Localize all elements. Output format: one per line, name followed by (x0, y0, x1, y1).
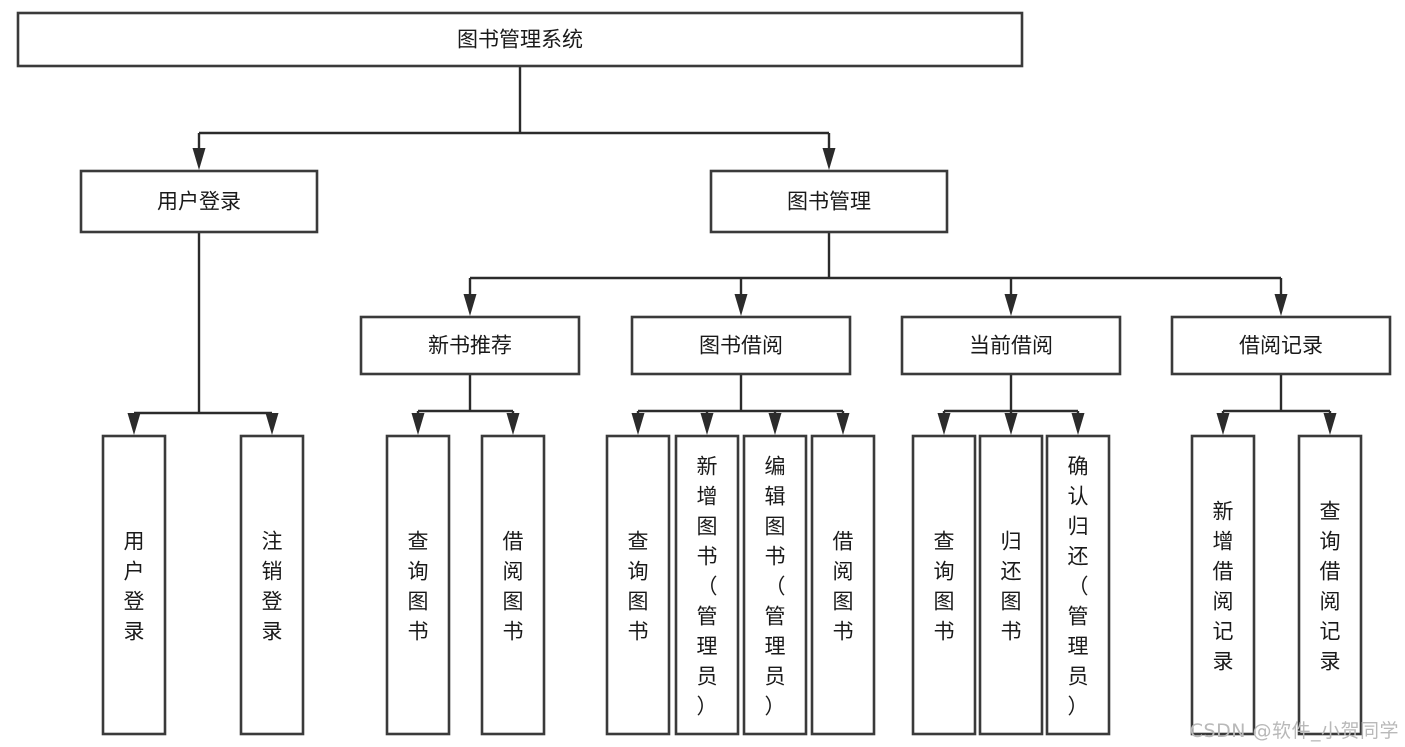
node-box-leaf_return_book (978, 434, 1044, 736)
node-leaf_query_book_1[interactable]: 查询图书 (385, 434, 451, 736)
node-label-leaf_return_book: 归还图书 (1001, 529, 1022, 643)
node-root[interactable]: 图书管理系统 (16, 11, 1024, 68)
node-leaf_confirm_return[interactable]: 确认归还（管理员） (1045, 434, 1111, 736)
node-label-leaf_confirm_return: 确认归还（管理员） (1068, 454, 1089, 718)
arrow-head-leaf_query_book_2 (631, 413, 645, 435)
node-box-leaf_borrow_book_2 (810, 434, 876, 736)
arrow-head-leaf_query_record (1323, 413, 1337, 435)
node-box-leaf_query_book_2 (605, 434, 671, 736)
node-label-leaf_add_book: 新增图书（管理员） (697, 454, 718, 718)
node-label-book_borrow: 图书借阅 (699, 334, 783, 358)
node-box-leaf_query_record (1297, 434, 1363, 736)
node-label-user_login: 用户登录 (157, 190, 241, 214)
node-label-borrow_record: 借阅记录 (1239, 334, 1323, 358)
node-book_mgmt[interactable]: 图书管理 (709, 169, 949, 234)
arrow-head-leaf_logout (265, 413, 279, 435)
node-box-leaf_user_login (101, 434, 167, 736)
node-box-leaf_borrow_book_1 (480, 434, 546, 736)
arrow-head-book_mgmt (822, 148, 836, 170)
node-leaf_query_book_3[interactable]: 查询图书 (911, 434, 977, 736)
node-label-leaf_logout: 注销登录 (262, 529, 283, 643)
node-box-book_borrow (630, 315, 852, 376)
arrow-head-leaf_user_login (127, 413, 141, 435)
arrow-head-leaf_add_record (1216, 413, 1230, 435)
arrow-head-current_borrow (1004, 294, 1018, 316)
node-box-root (16, 11, 1024, 68)
node-box-leaf_edit_book (742, 434, 808, 736)
node-leaf_logout[interactable]: 注销登录 (239, 434, 305, 736)
node-label-root: 图书管理系统 (457, 28, 583, 52)
node-layer: 图书管理系统用户登录图书管理新书推荐图书借阅当前借阅借阅记录用户登录注销登录查询… (16, 11, 1392, 736)
node-box-leaf_add_book (674, 434, 740, 736)
arrow-head-borrow_record (1274, 294, 1288, 316)
node-leaf_borrow_book_1[interactable]: 借阅图书 (480, 434, 546, 736)
node-user_login[interactable]: 用户登录 (79, 169, 319, 234)
node-borrow_record[interactable]: 借阅记录 (1170, 315, 1392, 376)
node-box-leaf_logout (239, 434, 305, 736)
node-label-leaf_query_book_1: 查询图书 (408, 529, 429, 643)
node-label-leaf_query_record: 查询借阅记录 (1320, 499, 1341, 673)
node-label-leaf_borrow_book_1: 借阅图书 (503, 529, 524, 643)
node-box-leaf_query_book_1 (385, 434, 451, 736)
node-leaf_query_record[interactable]: 查询借阅记录 (1297, 434, 1363, 736)
node-leaf_edit_book[interactable]: 编辑图书（管理员） (742, 434, 808, 736)
node-box-borrow_record (1170, 315, 1392, 376)
arrow-head-leaf_return_book (1004, 413, 1018, 435)
node-label-leaf_query_book_3: 查询图书 (934, 529, 955, 643)
node-label-leaf_add_record: 新增借阅记录 (1213, 499, 1234, 673)
node-box-new_book_rec (359, 315, 581, 376)
node-box-current_borrow (900, 315, 1122, 376)
arrow-head-new_book_rec (463, 294, 477, 316)
arrow-head-leaf_confirm_return (1071, 413, 1085, 435)
node-label-current_borrow: 当前借阅 (969, 334, 1053, 358)
node-leaf_user_login[interactable]: 用户登录 (101, 434, 167, 736)
node-label-new_book_rec: 新书推荐 (428, 334, 512, 358)
arrow-head-leaf_borrow_book_2 (836, 413, 850, 435)
node-label-leaf_query_book_2: 查询图书 (628, 529, 649, 643)
node-leaf_add_book[interactable]: 新增图书（管理员） (674, 434, 740, 736)
arrow-head-book_borrow (734, 294, 748, 316)
node-current_borrow[interactable]: 当前借阅 (900, 315, 1122, 376)
arrow-head-leaf_query_book_3 (937, 413, 951, 435)
arrow-head-leaf_query_book_1 (411, 413, 425, 435)
node-box-user_login (79, 169, 319, 234)
arrow-head-leaf_borrow_book_1 (506, 413, 520, 435)
node-box-leaf_confirm_return (1045, 434, 1111, 736)
node-box-book_mgmt (709, 169, 949, 234)
node-box-leaf_add_record (1190, 434, 1256, 736)
node-label-leaf_edit_book: 编辑图书（管理员） (765, 454, 786, 718)
node-book_borrow[interactable]: 图书借阅 (630, 315, 852, 376)
node-label-leaf_borrow_book_2: 借阅图书 (833, 529, 854, 643)
arrow-head-leaf_edit_book (768, 413, 782, 435)
node-leaf_add_record[interactable]: 新增借阅记录 (1190, 434, 1256, 736)
node-leaf_return_book[interactable]: 归还图书 (978, 434, 1044, 736)
node-box-leaf_query_book_3 (911, 434, 977, 736)
node-leaf_query_book_2[interactable]: 查询图书 (605, 434, 671, 736)
node-new_book_rec[interactable]: 新书推荐 (359, 315, 581, 376)
connector-layer (127, 66, 1337, 435)
arrow-head-leaf_add_book (700, 413, 714, 435)
arrow-head-user_login (192, 148, 206, 170)
node-leaf_borrow_book_2[interactable]: 借阅图书 (810, 434, 876, 736)
node-label-leaf_user_login: 用户登录 (124, 529, 145, 643)
node-label-book_mgmt: 图书管理 (787, 190, 871, 214)
